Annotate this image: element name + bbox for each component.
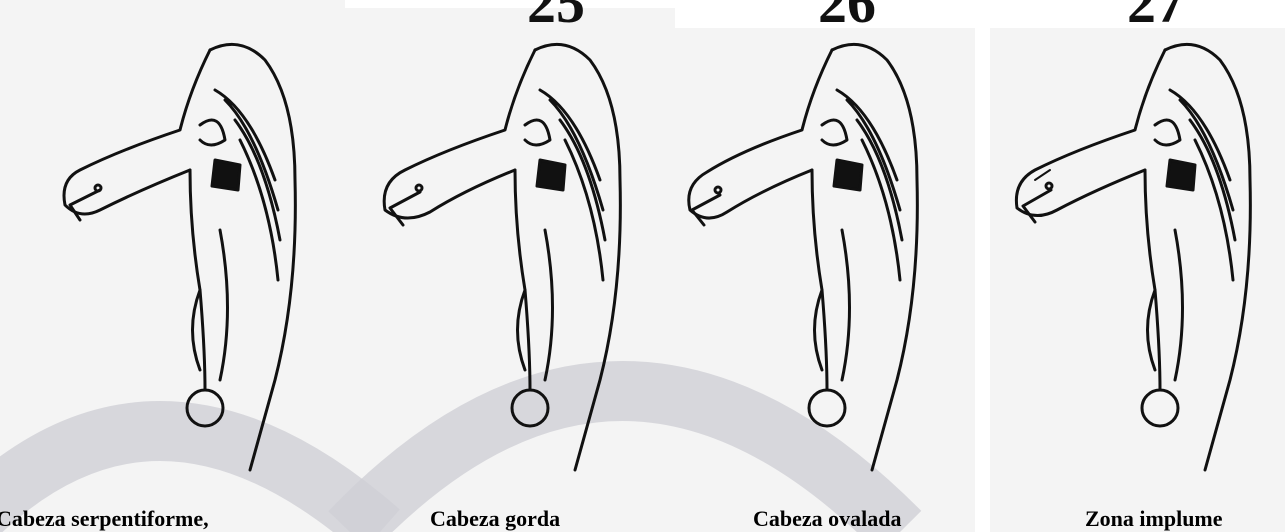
caption-featherless-zone: Zona implume [1085,506,1223,532]
caption-serpentine-head: Cabeza serpentiforme, [0,506,209,532]
figure-number-26: 26 [818,0,876,32]
figure-number-25: 25 [527,0,585,32]
caption-oval-head: Cabeza ovalada [753,506,902,532]
bird-drawing-1 [40,30,310,490]
bird-drawing-2 [365,30,635,490]
bird-drawing-4 [995,30,1265,490]
figure-number-27: 27 [1127,0,1185,32]
caption-fat-head: Cabeza gorda [430,506,560,532]
bird-drawing-3 [662,30,932,490]
